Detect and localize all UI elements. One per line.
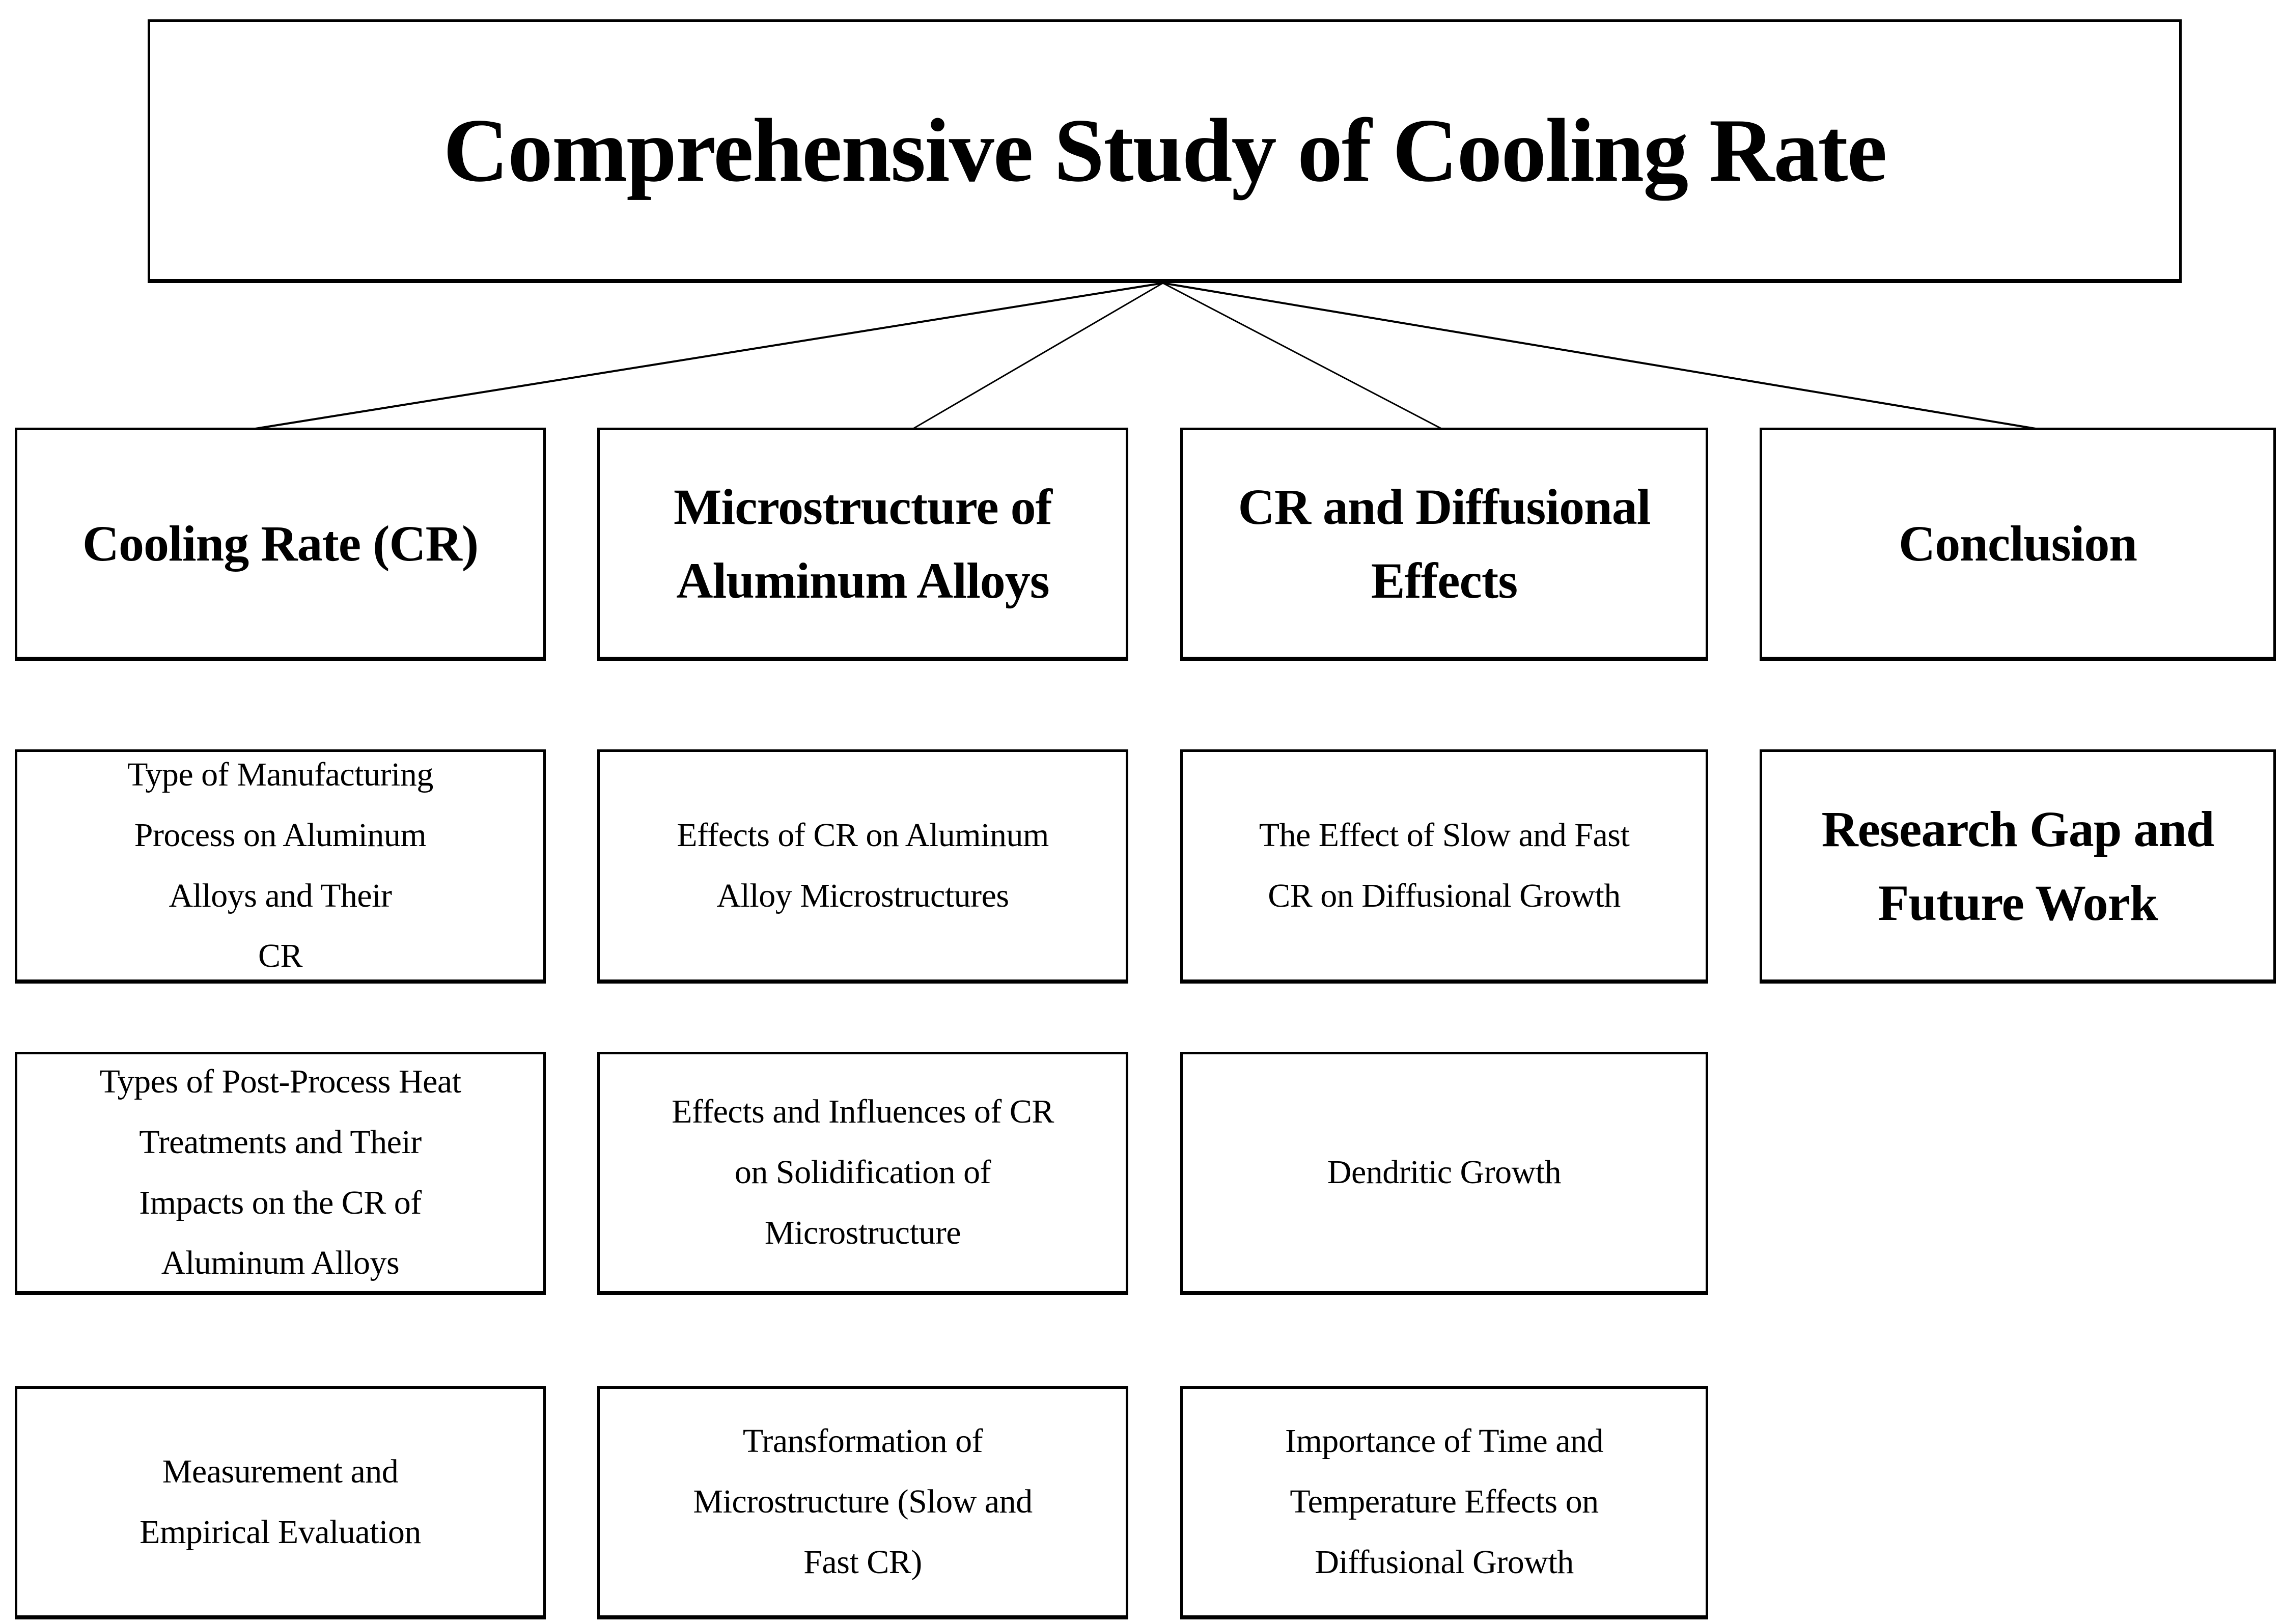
item-box-time-temperature: Importance of Time and Temperature Effec… (1180, 1386, 1708, 1619)
connector-line-4 (1162, 282, 2042, 431)
item-box-transformation: Transformation of Microstructure (Slow a… (597, 1386, 1128, 1619)
item-box-cr-effects-microstructures: Effects of CR on Aluminum Alloy Microstr… (597, 749, 1128, 984)
item-box-research-gap: Research Gap and Future Work (1760, 749, 2276, 984)
connector-line-1 (248, 282, 1163, 431)
item-box-heat-treatments: Types of Post-Process Heat Treatments an… (15, 1052, 546, 1295)
connector-line-3 (1162, 282, 1444, 431)
item-box-slow-fast-cr: The Effect of Slow and Fast CR on Diffus… (1180, 749, 1708, 984)
item-box-solidification: Effects and Influences of CR on Solidifi… (597, 1052, 1128, 1295)
header-box-conclusion: Conclusion (1760, 428, 2276, 661)
title-box: Comprehensive Study of Cooling Rate (148, 19, 2182, 283)
item-box-dendritic-growth: Dendritic Growth (1180, 1052, 1708, 1295)
item-box-manufacturing-process: Type of Manufacturing Process on Aluminu… (15, 749, 546, 984)
connector-line-2 (911, 282, 1163, 431)
item-box-measurement-evaluation: Measurement and Empirical Evaluation (15, 1386, 546, 1619)
header-box-diffusional-effects: CR and Diffusional Effects (1180, 428, 1708, 661)
header-box-cooling-rate: Cooling Rate (CR) (15, 428, 546, 661)
header-box-microstructure: Microstructure of Aluminum Alloys (597, 428, 1128, 661)
